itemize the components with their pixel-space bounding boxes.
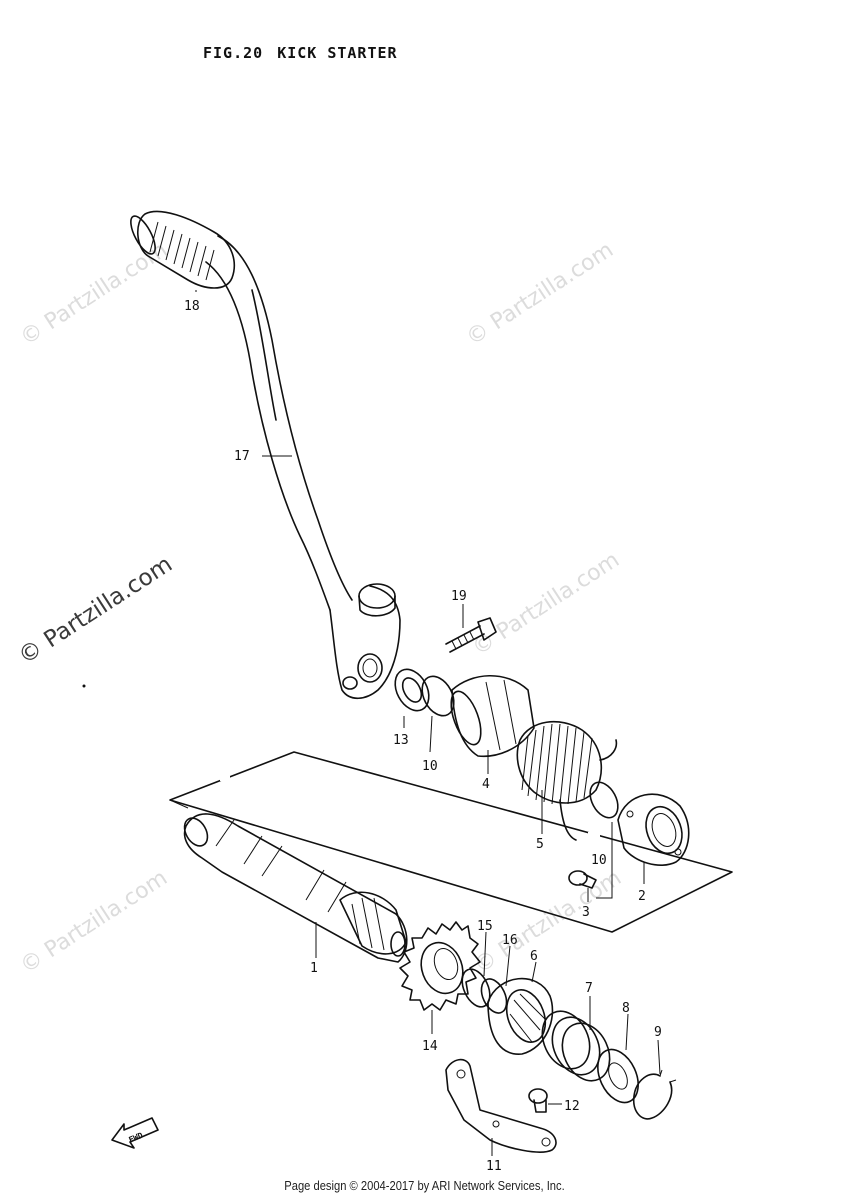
kick-shaft-part-1[interactable] bbox=[180, 813, 408, 963]
circlip-part-9[interactable] bbox=[632, 1069, 677, 1120]
callout-8: 8 bbox=[622, 1001, 630, 1016]
washer-part-8[interactable] bbox=[590, 1043, 646, 1109]
crankcase-outline bbox=[169, 751, 733, 933]
spring-guide-part-4[interactable] bbox=[445, 674, 535, 758]
circlip-part-16[interactable] bbox=[476, 975, 511, 1017]
forward-arrow-icon: FWD bbox=[111, 1117, 159, 1149]
callout-15: 15 bbox=[477, 919, 493, 934]
callout-12: 12 bbox=[564, 1099, 580, 1114]
return-spring-part-5[interactable] bbox=[516, 721, 618, 841]
circlip-part-10-upper[interactable] bbox=[416, 671, 460, 721]
washer-part-15[interactable] bbox=[457, 965, 496, 1011]
callout-3: 3 bbox=[582, 905, 590, 920]
callout-11: 11 bbox=[486, 1159, 502, 1174]
stray-mark bbox=[82, 684, 86, 688]
footer-copyright: Page design © 2004-2017 by ARI Network S… bbox=[284, 1178, 565, 1193]
leader-lines bbox=[195, 290, 661, 1156]
kick-lever-part-17[interactable] bbox=[205, 235, 401, 700]
circlip-part-10-lower[interactable] bbox=[584, 778, 623, 823]
figure-number: FIG.20 bbox=[203, 44, 264, 62]
callout-5: 5 bbox=[536, 837, 544, 852]
kick-drive-gear-part-6[interactable] bbox=[487, 977, 554, 1055]
callout-13: 13 bbox=[393, 733, 409, 748]
guide-plate-part-11[interactable] bbox=[445, 1058, 557, 1153]
callout-7: 7 bbox=[585, 981, 593, 996]
callout-19: 19 bbox=[451, 589, 467, 604]
callout-17: 17 bbox=[234, 449, 250, 464]
callout-6: 6 bbox=[530, 949, 538, 964]
callout-labels: 18 17 19 13 10 4 5 10 2 3 1 15 16 6 14 7… bbox=[184, 299, 662, 1174]
bolt-part-19[interactable] bbox=[445, 617, 497, 653]
oil-seal-part-13[interactable] bbox=[388, 664, 435, 717]
callout-10-lower: 10 bbox=[591, 853, 607, 868]
kick-gear-part-14[interactable] bbox=[399, 921, 481, 1011]
figure-name: KICK STARTER bbox=[277, 44, 398, 62]
callout-16: 16 bbox=[502, 933, 518, 948]
cap-part-2[interactable] bbox=[617, 793, 690, 866]
spring-part-7[interactable] bbox=[533, 1004, 618, 1089]
figure-title: FIG.20 KICK STARTER bbox=[203, 44, 412, 62]
callout-4: 4 bbox=[482, 777, 490, 792]
screw-part-3[interactable] bbox=[568, 870, 597, 889]
callout-14: 14 bbox=[422, 1039, 438, 1054]
callout-18: 18 bbox=[184, 299, 200, 314]
callout-10-upper: 10 bbox=[422, 759, 438, 774]
kick-rubber-part-18[interactable] bbox=[126, 210, 236, 289]
screw-part-12[interactable] bbox=[528, 1088, 548, 1113]
callout-9: 9 bbox=[654, 1025, 662, 1040]
callout-1: 1 bbox=[310, 961, 318, 976]
callout-2: 2 bbox=[638, 889, 646, 904]
